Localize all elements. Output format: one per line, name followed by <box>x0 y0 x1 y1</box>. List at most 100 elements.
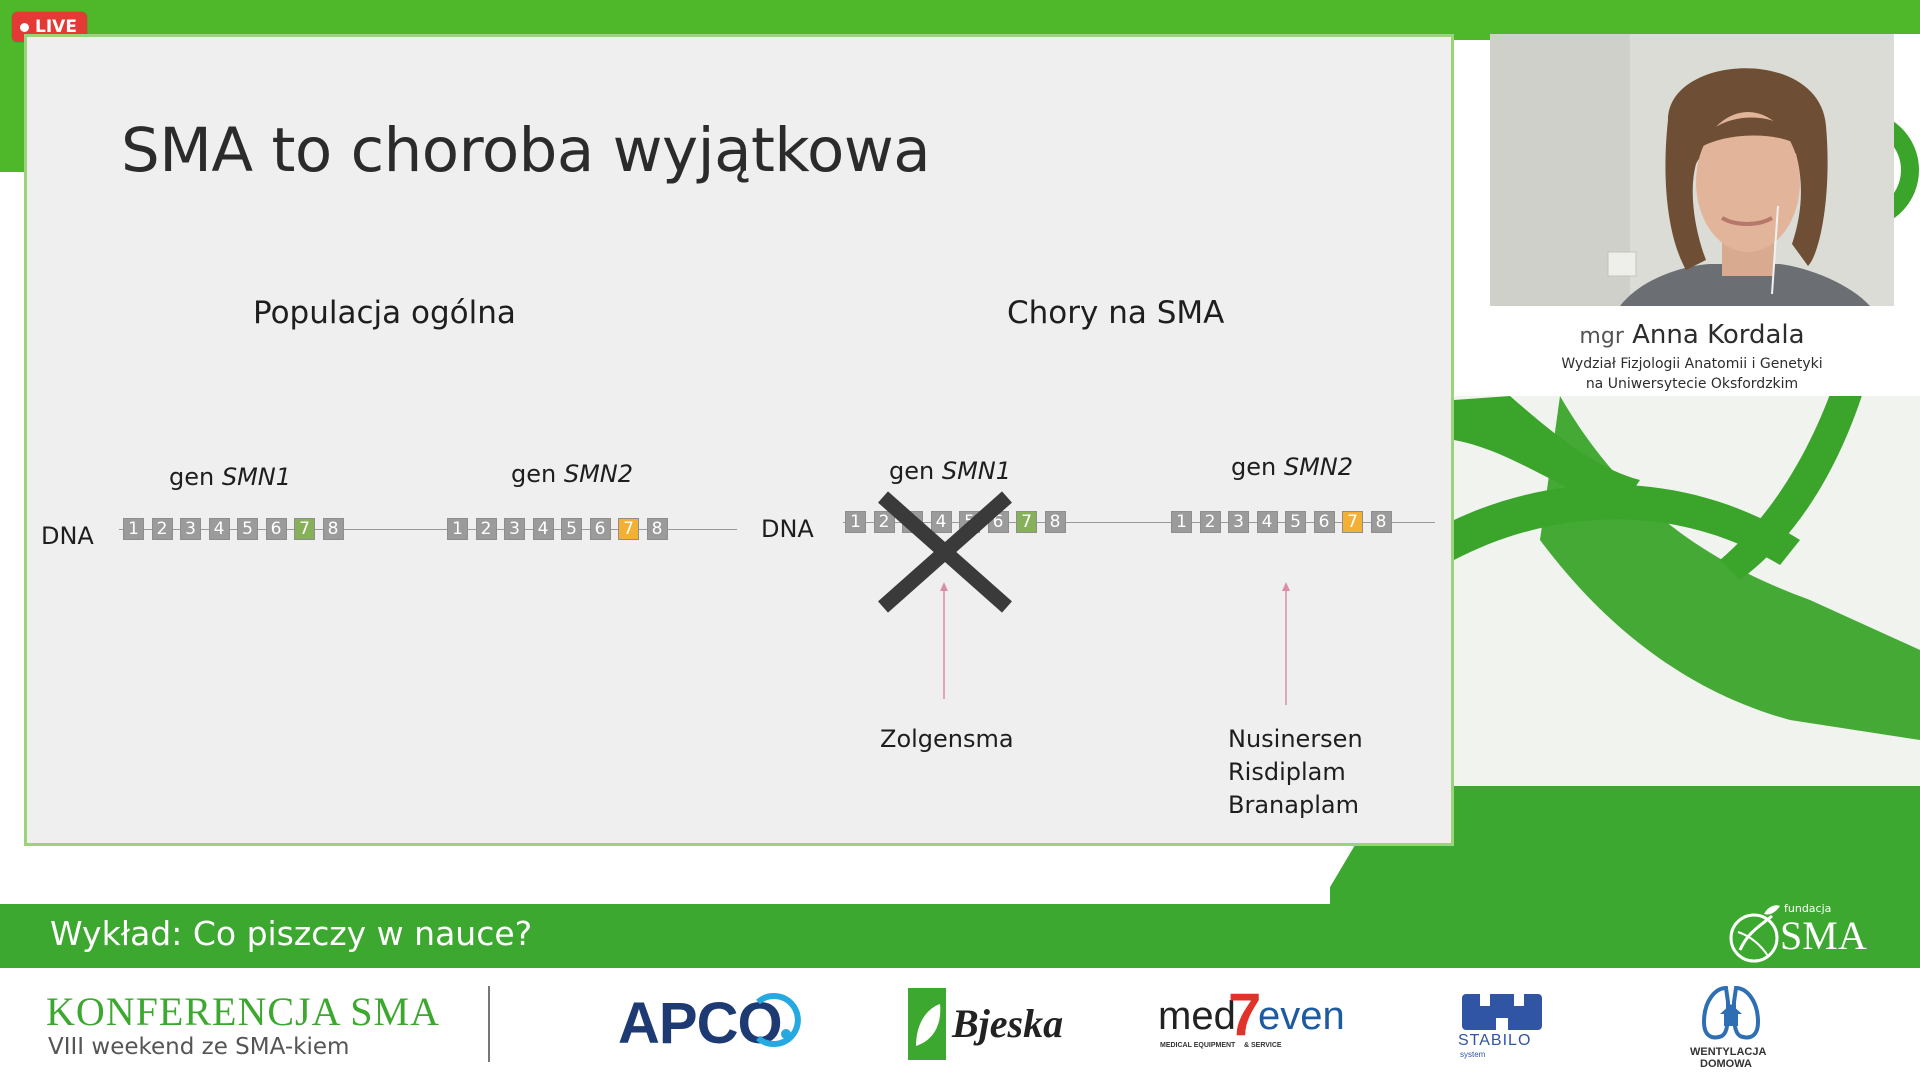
sma-logo-text: SMA <box>1780 913 1867 958</box>
gene-prefix: gen <box>169 463 215 491</box>
stabilo-tagline: system <box>1460 1050 1486 1059</box>
dna-strand-right <box>843 522 1435 523</box>
exons-smn2-left: 1 2 3 4 5 6 7 8 <box>447 518 668 540</box>
gene-name: SMN2 <box>563 460 634 488</box>
exon-box: 4 <box>208 518 230 540</box>
fundacja-sma-emblem-icon <box>1729 905 1780 963</box>
gene-prefix: gen <box>889 457 935 485</box>
deleted-gene-cross-icon <box>878 491 1012 613</box>
speaker-name-card: mgr Anna Kordala Wydział Fizjologii Anat… <box>1490 306 1894 396</box>
exon-box: 2 <box>873 511 895 533</box>
exons-smn2-right: 1 2 3 4 5 6 7 8 <box>1171 511 1392 533</box>
speaker-portrait-image <box>1490 34 1894 306</box>
gene-prefix: gen <box>511 460 557 488</box>
exons-smn1-left: 1 2 3 4 5 6 7 8 <box>123 518 344 540</box>
apco-ring-icon <box>756 993 801 1047</box>
affiliation-line: na Uniwersytecie Oksfordzkim <box>1585 376 1799 392</box>
lecture-title-bar: Wykład: Co piszczy w nauce? <box>0 904 1920 968</box>
heading-sma-patient: Chory na SMA <box>1007 295 1225 331</box>
drug-item: Risdiplam <box>1228 758 1346 786</box>
medseven-text-a: med <box>1158 994 1236 1038</box>
exon-box: 4 <box>1256 511 1278 533</box>
speaker-full-name: Anna Kordala <box>1632 320 1805 350</box>
exon-box: 3 <box>180 518 201 540</box>
conference-subtitle: VIII weekend ze SMA-kiem <box>48 1034 350 1060</box>
exon-box: 3 <box>1228 511 1249 533</box>
exon-box: 1 <box>123 518 144 540</box>
sponsor-apco-logo: APCO <box>618 986 801 1056</box>
drug-zolgensma: Zolgensma <box>880 725 1014 753</box>
exon-box: 6 <box>265 518 287 540</box>
medseven-text-c: even <box>1258 994 1345 1038</box>
footer-divider <box>488 986 490 1062</box>
fundacja-label: fundacja <box>1784 902 1832 915</box>
gene-label-smn1-right: gen SMN1 <box>889 457 1011 485</box>
medseven-tagline: MEDICAL EQUIPMENT <box>1160 1042 1236 1049</box>
exon-box: 2 <box>1199 511 1221 533</box>
sponsor-stabilo-logo: STABILO system <box>1458 992 1548 1062</box>
arrow-up-icon <box>940 582 948 699</box>
exon-box: 8 <box>322 518 344 540</box>
gene-label-smn2-left: gen SMN2 <box>511 460 633 488</box>
exon-box: 1 <box>845 511 866 533</box>
stabilo-emblem-icon <box>1462 994 1542 1030</box>
exon-box: 5 <box>237 518 258 540</box>
exon-box: 8 <box>1044 511 1066 533</box>
lecture-title: Wykład: Co piszczy w nauce? <box>50 914 533 953</box>
exon-box: 1 <box>447 518 468 540</box>
exon-box: 6 <box>1313 511 1335 533</box>
sponsor-wentylacja-logo: WENTYLACJA DOMOWA <box>1686 982 1776 1074</box>
affiliation-line: Wydział Fizjologii Anatomii i Genetyki <box>1561 356 1823 372</box>
dna-strand-left <box>119 529 737 530</box>
exon-box-7-smn1: 7 <box>1016 511 1037 533</box>
exon-box-7-smn1: 7 <box>294 518 315 540</box>
stabilo-text: STABILO <box>1458 1032 1532 1049</box>
speaker-title: mgr <box>1579 324 1624 349</box>
sponsor-bjeska-logo: Bjeska <box>908 988 1063 1060</box>
dna-label-right: DNA <box>761 515 814 543</box>
exon-box: 4 <box>532 518 554 540</box>
exon-box: 2 <box>475 518 497 540</box>
exon-box: 2 <box>151 518 173 540</box>
apco-text: APCO <box>618 991 783 1056</box>
wentylacja-text: WENTYLACJA <box>1690 1046 1767 1058</box>
slide-title: SMA to choroba wyjątkowa <box>121 115 931 186</box>
sponsor-medseven-logo: med 7 even MEDICAL EQUIPMENT & SERVICE <box>1158 981 1345 1060</box>
heading-general-population: Populacja ogólna <box>253 295 516 331</box>
arrow-up-icon <box>1282 582 1290 705</box>
speaker-affiliation: Wydział Fizjologii Anatomii i Genetyki n… <box>1490 354 1894 394</box>
gene-label-smn2-right: gen SMN2 <box>1231 453 1353 481</box>
gene-name: SMN2 <box>1283 453 1354 481</box>
exon-box: 1 <box>1171 511 1192 533</box>
presentation-slide: SMA to choroba wyjątkowa Populacja ogóln… <box>24 34 1454 846</box>
gene-label-smn1-left: gen SMN1 <box>169 463 291 491</box>
exon-box: 3 <box>504 518 525 540</box>
exon-box: 5 <box>561 518 582 540</box>
speaker-name: mgr Anna Kordala <box>1490 320 1894 350</box>
exon-box: 8 <box>1370 511 1392 533</box>
live-dot-icon <box>20 22 29 32</box>
drug-list-smn2: Nusinersen Risdiplam Branaplam <box>1228 723 1363 822</box>
gene-prefix: gen <box>1231 453 1277 481</box>
exon-box: 6 <box>589 518 611 540</box>
dna-label-left: DNA <box>41 522 94 550</box>
exon-box: 5 <box>1285 511 1306 533</box>
drug-item: Branaplam <box>1228 791 1359 819</box>
sponsor-bar: KONFERENCJA SMA VIII weekend ze SMA-kiem… <box>0 968 1920 1080</box>
leaf-icon <box>908 988 946 1060</box>
domowa-text: DOMOWA <box>1700 1058 1752 1070</box>
gene-name: SMN1 <box>221 463 292 491</box>
bjeska-text: Bjeska <box>952 1001 1064 1046</box>
medseven-tagline-2: & SERVICE <box>1244 1042 1282 1049</box>
lungs-house-icon <box>1701 985 1761 1040</box>
conference-title: KONFERENCJA SMA <box>46 989 440 1034</box>
gene-name: SMN1 <box>941 457 1012 485</box>
fundacja-sma-logo: fundacja SMA <box>1718 892 1898 966</box>
medseven-seven: 7 <box>1228 981 1262 1048</box>
speaker-video <box>1490 34 1894 306</box>
exon-box-7-smn2: 7 <box>1342 511 1363 533</box>
exon-box-7-smn2: 7 <box>618 518 639 540</box>
exon-box: 8 <box>646 518 668 540</box>
